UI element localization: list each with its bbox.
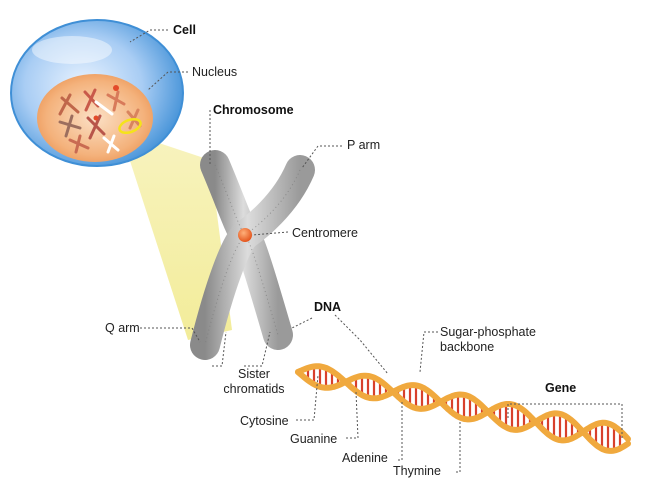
nucleolus-dot	[113, 85, 119, 91]
zoom-spotlight	[120, 130, 232, 340]
label-chromosome: Chromosome	[213, 103, 294, 117]
centromere-dot	[238, 228, 252, 242]
dna-helix	[295, 363, 631, 454]
label-backbone: backbone	[440, 340, 495, 354]
label-nucleus: Nucleus	[192, 65, 238, 79]
label-centromere: Centromere	[292, 226, 358, 240]
backbone-strand-b	[295, 363, 631, 444]
label-cytosine: Cytosine	[240, 414, 289, 428]
leader-lines	[129, 29, 623, 473]
nucleus-chromosomes	[58, 88, 142, 154]
chromosome	[190, 150, 315, 360]
label-dna: DNA	[314, 300, 342, 314]
label-gene: Gene	[545, 381, 577, 395]
label-thymine: Thymine	[393, 464, 441, 478]
nucleolus-dot	[93, 115, 99, 121]
label-p-arm: P arm	[347, 138, 381, 152]
label-sugar-phosphate-backbone: Sugar-phosphate backbone	[440, 325, 536, 355]
label-adenine: Adenine	[342, 451, 388, 465]
label-guanine: Guanine	[290, 432, 338, 446]
label-chromatids: chromatids	[223, 382, 285, 396]
selected-chromosome-marker	[118, 117, 142, 135]
label-sister: Sister	[238, 367, 270, 381]
label-sister-chromatids: Sister chromatids	[204, 367, 304, 397]
label-q-arm: Q arm	[105, 321, 140, 335]
label-cell: Cell	[173, 23, 196, 37]
label-sugar-phosphate: Sugar-phosphate	[440, 325, 536, 339]
cell-highlight	[32, 36, 112, 64]
backbone-strand-a	[295, 369, 631, 454]
